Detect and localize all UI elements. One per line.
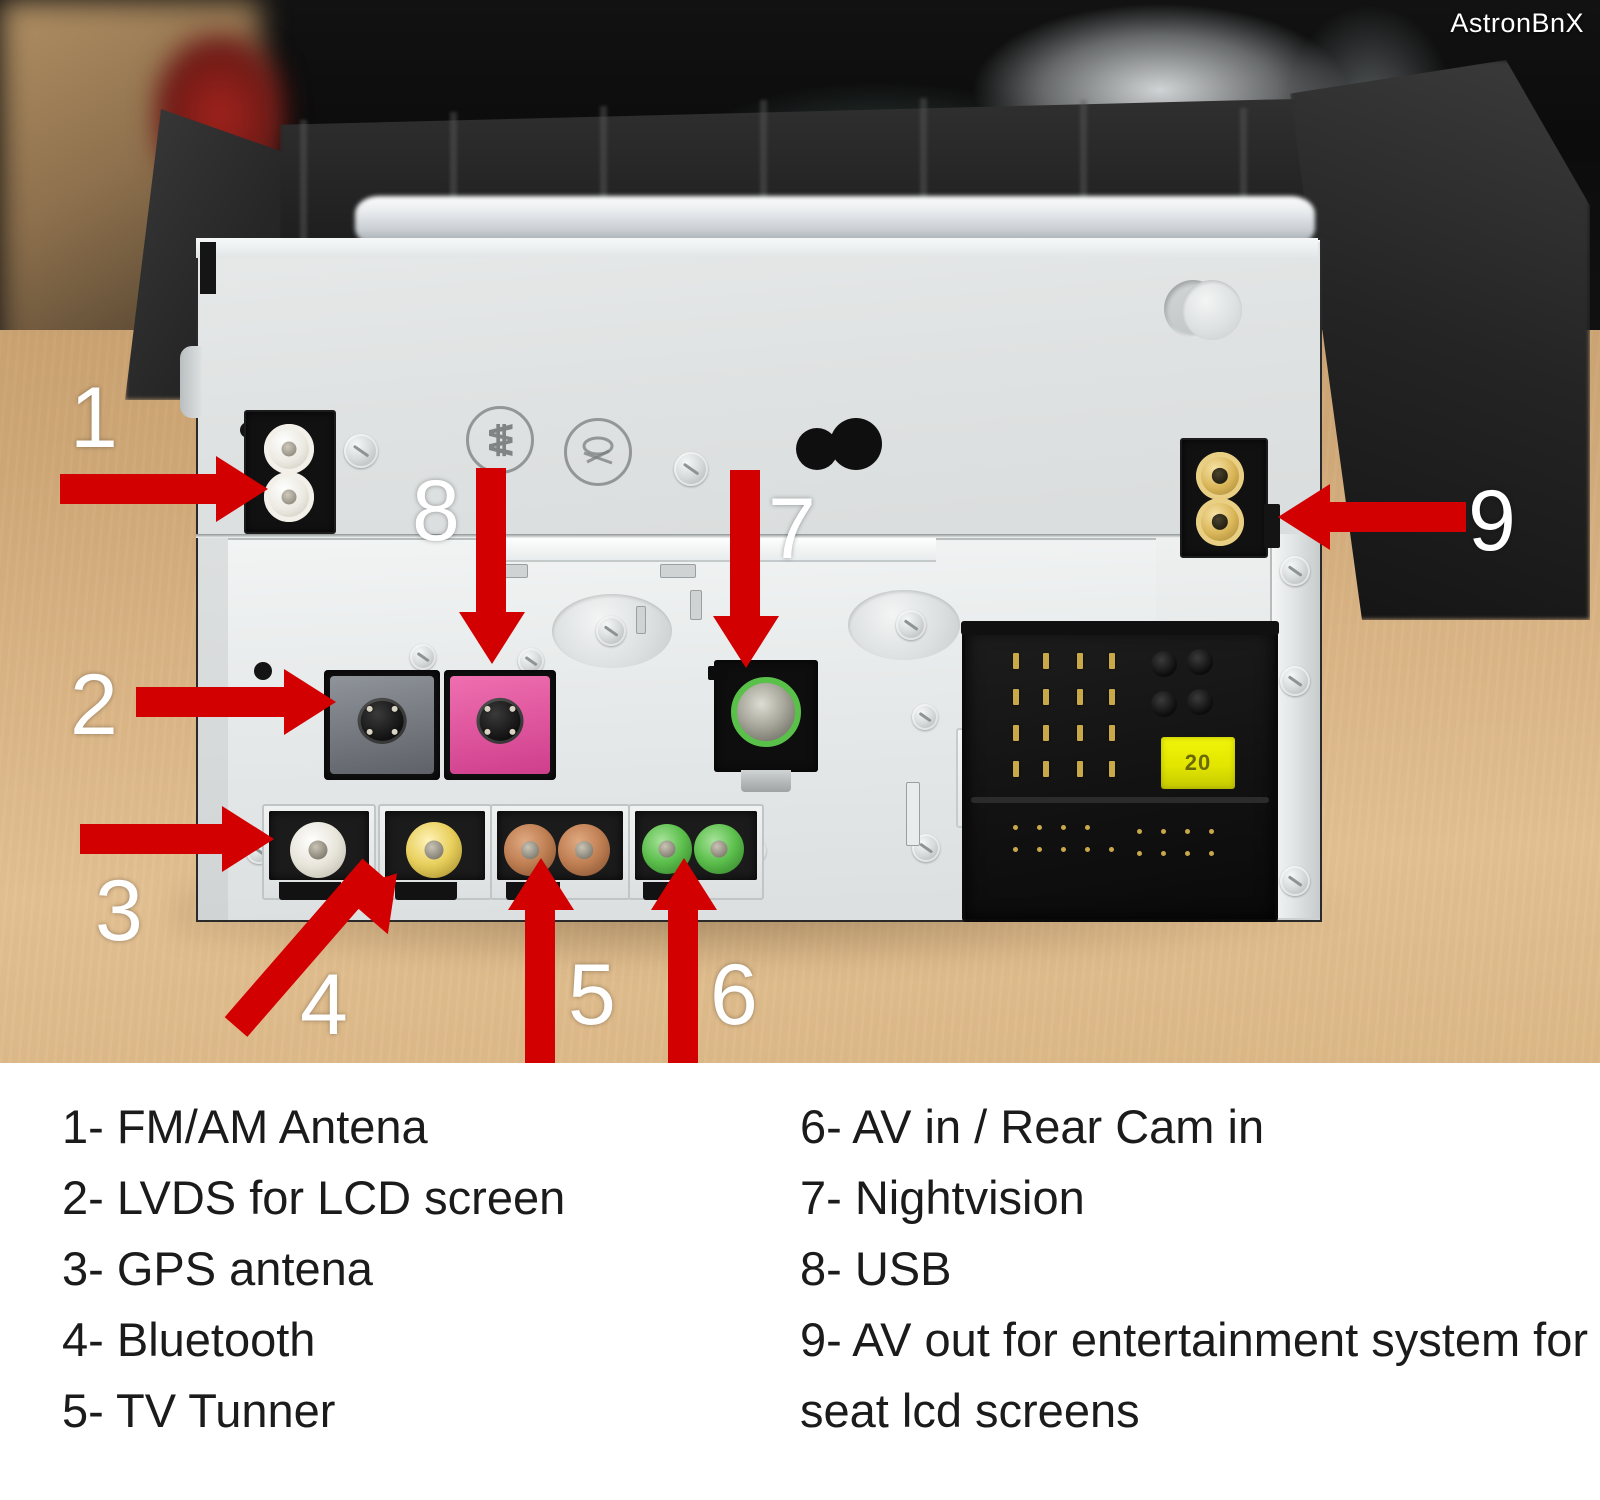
nightvision-latch bbox=[708, 666, 728, 680]
usb-connector[interactable] bbox=[444, 670, 556, 780]
lvds-pin-hub bbox=[357, 697, 407, 744]
face-slot bbox=[690, 590, 702, 620]
chassis-notch bbox=[200, 242, 216, 294]
trim-rib bbox=[760, 100, 767, 230]
coax-jack-gold[interactable] bbox=[1196, 452, 1244, 500]
caption-item-3: 3- GPS antena bbox=[62, 1242, 373, 1295]
callout-label-6: 6 bbox=[710, 947, 758, 1043]
r-certification-mark: ₩ bbox=[466, 406, 534, 474]
coax-jack-gold[interactable] bbox=[1196, 498, 1244, 546]
peanut-cutout bbox=[796, 418, 886, 470]
bluetooth-antenna-jack[interactable] bbox=[378, 804, 492, 900]
face-step bbox=[476, 538, 936, 562]
bracket-screw bbox=[1280, 666, 1310, 696]
caption-item-4: 4- Bluetooth bbox=[62, 1313, 316, 1366]
caption-left-column: 1- FM/AM Antena 2- LVDS for LCD screen 3… bbox=[62, 1091, 822, 1446]
callout-label-3: 3 bbox=[95, 863, 143, 959]
bay-foot bbox=[395, 882, 457, 900]
caption-right-column: 6- AV in / Rear Cam in 7- Nightvision 8-… bbox=[800, 1091, 1590, 1446]
chassis-screw bbox=[344, 434, 378, 468]
chassis-side-bulge bbox=[180, 346, 202, 418]
callout-label-8: 8 bbox=[412, 463, 460, 559]
face-slot bbox=[636, 606, 646, 634]
chassis-dimple bbox=[1182, 280, 1242, 340]
coax-jack-white[interactable] bbox=[264, 472, 314, 522]
watermark: AstronBnX bbox=[1450, 8, 1584, 38]
nightvision-ring bbox=[731, 676, 801, 747]
product-photo: ₩ bbox=[0, 0, 1600, 1063]
bluetooth-jack[interactable] bbox=[406, 822, 462, 878]
callout-label-9: 9 bbox=[1468, 473, 1516, 569]
caption-item-1: 1- FM/AM Antena bbox=[62, 1100, 428, 1153]
caption-item-9: 9- AV out for entertainment system for s… bbox=[800, 1313, 1589, 1437]
caption-item-6: 6- AV in / Rear Cam in bbox=[800, 1100, 1265, 1153]
trim-rib bbox=[600, 106, 607, 236]
caption-item-5: 5- TV Tunner bbox=[62, 1384, 336, 1437]
trim-rib bbox=[1240, 108, 1247, 258]
face-vent bbox=[906, 782, 920, 846]
face-screw bbox=[896, 610, 926, 640]
trim-rib bbox=[1080, 100, 1087, 240]
chassis-top-edge bbox=[196, 238, 1318, 258]
coax-jack-white[interactable] bbox=[264, 424, 314, 474]
bracket-screw bbox=[1280, 556, 1310, 586]
fuse-20a[interactable]: 20 bbox=[1161, 737, 1235, 789]
bracket-screw bbox=[1280, 866, 1310, 896]
trim-rib bbox=[450, 112, 457, 242]
face-slot bbox=[660, 564, 696, 578]
av-out-key-tab bbox=[1264, 504, 1280, 548]
chassis-screw bbox=[674, 452, 708, 486]
usb-pin-hub bbox=[476, 697, 524, 744]
caption-item-2: 2- LVDS for LCD screen bbox=[62, 1171, 566, 1224]
trim-rib bbox=[300, 120, 307, 250]
metal-rod bbox=[355, 196, 1315, 246]
caption-item-8: 8- USB bbox=[800, 1242, 952, 1295]
callout-label-1: 1 bbox=[70, 370, 118, 466]
iso-harness-block[interactable]: 20 bbox=[961, 621, 1279, 922]
nightvision-foot bbox=[741, 770, 791, 792]
nightvision-port[interactable] bbox=[708, 660, 818, 792]
caption-panel: 1- FM/AM Antena 2- LVDS for LCD screen 3… bbox=[0, 1063, 1600, 1500]
face-screw bbox=[912, 704, 938, 730]
callout-label-5: 5 bbox=[568, 947, 616, 1043]
trim-rib bbox=[920, 98, 927, 230]
callout-label-4: 4 bbox=[300, 957, 348, 1053]
lvds-connector[interactable] bbox=[324, 670, 440, 780]
av-out-coax[interactable] bbox=[1180, 438, 1268, 558]
no-disc-mark bbox=[564, 418, 632, 486]
callout-label-7: 7 bbox=[768, 481, 816, 577]
face-hole bbox=[254, 662, 272, 680]
no-disc-glyph bbox=[582, 436, 614, 465]
bay-foot bbox=[279, 882, 341, 900]
caption-item-7: 7- Nightvision bbox=[800, 1171, 1085, 1224]
face-screw bbox=[410, 644, 436, 670]
callout-label-2: 2 bbox=[70, 657, 118, 753]
gps-jack[interactable] bbox=[290, 822, 346, 878]
iso-lip bbox=[961, 621, 1279, 635]
fuse-label: 20 bbox=[1184, 750, 1212, 775]
face-screw bbox=[596, 616, 626, 646]
